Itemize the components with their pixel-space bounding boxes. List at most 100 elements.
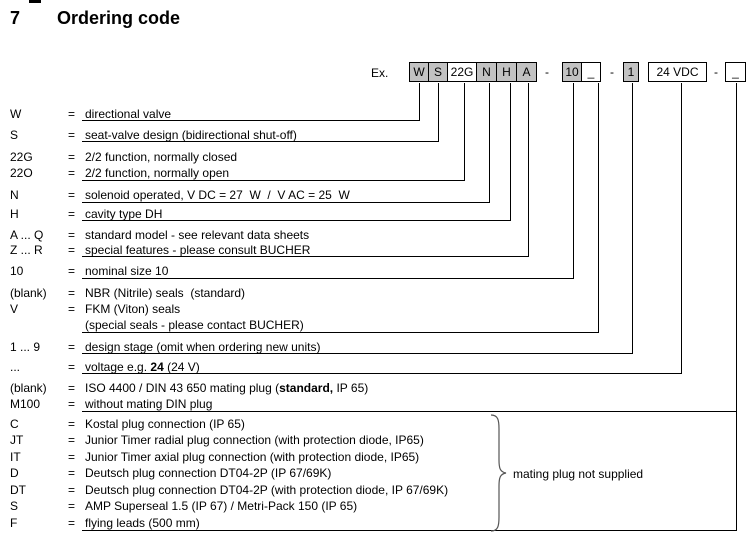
row-description: AMP Superseal 1.5 (IP 67) / Metri-Pack 1… <box>85 499 358 513</box>
row-equals: = <box>68 516 76 530</box>
row-fkm-seals: V = FKM (Viton) seals <box>0 302 754 317</box>
row-equals: = <box>68 188 76 202</box>
connector-vline-voltage <box>681 83 682 374</box>
example-label: Ex. <box>371 66 389 80</box>
row-code: (blank) <box>10 286 47 300</box>
row-code: ... <box>10 360 21 374</box>
underline-h <box>82 220 511 221</box>
underline-f <box>82 530 737 531</box>
row-description: flying leads (500 mm) <box>85 516 200 530</box>
section-title-text: Ordering code <box>57 8 181 28</box>
code-box-voltage: 24 VDC <box>648 62 707 82</box>
connector-vline-seals <box>598 83 599 333</box>
row-equals: = <box>68 243 76 257</box>
row-description: voltage e.g. 24 (24 V) <box>85 360 200 374</box>
underline-10 <box>82 278 574 279</box>
connector-vline-a <box>528 83 529 257</box>
row-code: (blank) <box>10 381 47 395</box>
row-description: Deutsch plug connection DT04-2P (IP 67/6… <box>85 466 332 480</box>
row-f: F = flying leads (500 mm) <box>0 516 754 531</box>
connector-vline-10 <box>573 83 574 279</box>
row-voltage: ... = voltage e.g. 24 (24 V) <box>0 360 754 375</box>
desc-segment: (24 V) <box>163 360 200 374</box>
connector-vline-n <box>489 83 490 203</box>
row-code: C <box>10 417 19 431</box>
row-code: 1 ... 9 <box>10 340 41 354</box>
dash-separator: - <box>610 65 614 79</box>
underline-m100 <box>82 411 737 412</box>
row-description: NBR (Nitrile) seals (standard) <box>85 286 246 300</box>
row-equals: = <box>68 499 76 513</box>
row-equals: = <box>68 166 76 180</box>
mating-plug-note: mating plug not supplied <box>513 467 644 481</box>
row-a-q: A ... Q = standard model - see relevant … <box>0 228 754 243</box>
row-z-r: Z ... R = special features - please cons… <box>0 243 754 258</box>
row-description: cavity type DH <box>85 207 163 221</box>
cropped-text-artifact <box>29 0 41 3</box>
row-code: M100 <box>10 397 41 411</box>
connector-vline-plug <box>736 83 737 531</box>
code-box-blank-1: _ <box>581 62 601 82</box>
row-equals: = <box>68 483 76 497</box>
row-description: nominal size 10 <box>85 264 169 278</box>
row-code: N <box>10 188 19 202</box>
row-s-amp: S = AMP Superseal 1.5 (IP 67) / Metri-Pa… <box>0 499 754 514</box>
row-description: Kostal plug connection (IP 65) <box>85 417 245 431</box>
row-code: V <box>10 302 19 316</box>
row-it: IT = Junior Timer axial plug connection … <box>0 450 754 465</box>
row-code: 22G <box>10 150 33 164</box>
row-equals: = <box>68 264 76 278</box>
code-box-blank-2: _ <box>725 62 746 82</box>
row-description: without mating DIN plug <box>85 397 213 411</box>
row-code: S <box>10 499 19 513</box>
underline-22g-22o <box>82 180 465 181</box>
underline-voltage <box>82 373 682 374</box>
row-fkm-seals-continuation: (special seals - please contact BUCHER) <box>0 318 754 333</box>
row-s: S = seat-valve design (bidirectional shu… <box>0 128 754 143</box>
connector-vline-w <box>419 83 420 121</box>
row-description: directional valve <box>85 107 172 121</box>
row-code: S <box>10 128 19 142</box>
connector-vline-h <box>510 83 511 221</box>
desc-segment: IP 65) <box>333 381 369 395</box>
row-n: N = solenoid operated, V DC = 27 W / V A… <box>0 188 754 203</box>
row-equals: = <box>68 207 76 221</box>
underline-a-z <box>82 256 529 257</box>
row-description: seat-valve design (bidirectional shut-of… <box>85 128 297 142</box>
row-jt: JT = Junior Timer radial plug connection… <box>0 433 754 448</box>
row-h: H = cavity type DH <box>0 207 754 222</box>
underline-s <box>82 141 439 142</box>
row-code: DT <box>10 483 26 497</box>
row-equals: = <box>68 302 76 316</box>
code-box-22g: 22G <box>447 62 477 82</box>
row-code: H <box>10 207 19 221</box>
desc-segment-bold: standard, <box>279 381 334 395</box>
row-d: D = Deutsch plug connection DT04-2P (IP … <box>0 466 754 481</box>
row-dt: DT = Deutsch plug connection DT04-2P (wi… <box>0 483 754 498</box>
row-equals: = <box>68 360 76 374</box>
row-nbr-seals: (blank) = NBR (Nitrile) seals (standard) <box>0 286 754 301</box>
row-equals: = <box>68 433 76 447</box>
row-description: FKM (Viton) seals <box>85 302 181 316</box>
row-equals: = <box>68 340 76 354</box>
row-equals: = <box>68 397 76 411</box>
row-description: ISO 4400 / DIN 43 650 mating plug (stand… <box>85 381 368 395</box>
underline-n <box>82 202 490 203</box>
row-code: IT <box>10 450 21 464</box>
desc-segment-bold: 24 <box>150 360 164 374</box>
row-description: (special seals - please contact BUCHER) <box>85 318 304 332</box>
connector-vline-22g <box>464 83 465 181</box>
row-description: solenoid operated, V DC = 27 W / V AC = … <box>85 188 350 202</box>
section-number: 7 <box>10 8 21 28</box>
row-code: D <box>10 466 19 480</box>
row-10: 10 = nominal size 10 <box>0 264 754 279</box>
row-description: 2/2 function, normally closed <box>85 150 238 164</box>
right-brace-icon <box>490 414 507 532</box>
underline-seals <box>82 332 599 333</box>
desc-segment: ISO 4400 / DIN 43 650 mating plug ( <box>85 381 280 395</box>
row-design-stage: 1 ... 9 = design stage (omit when orderi… <box>0 340 754 355</box>
row-equals: = <box>68 466 76 480</box>
row-description: standard model - see relevant data sheet… <box>85 228 310 242</box>
code-box-w: W <box>409 62 429 82</box>
row-code: F <box>10 516 18 530</box>
